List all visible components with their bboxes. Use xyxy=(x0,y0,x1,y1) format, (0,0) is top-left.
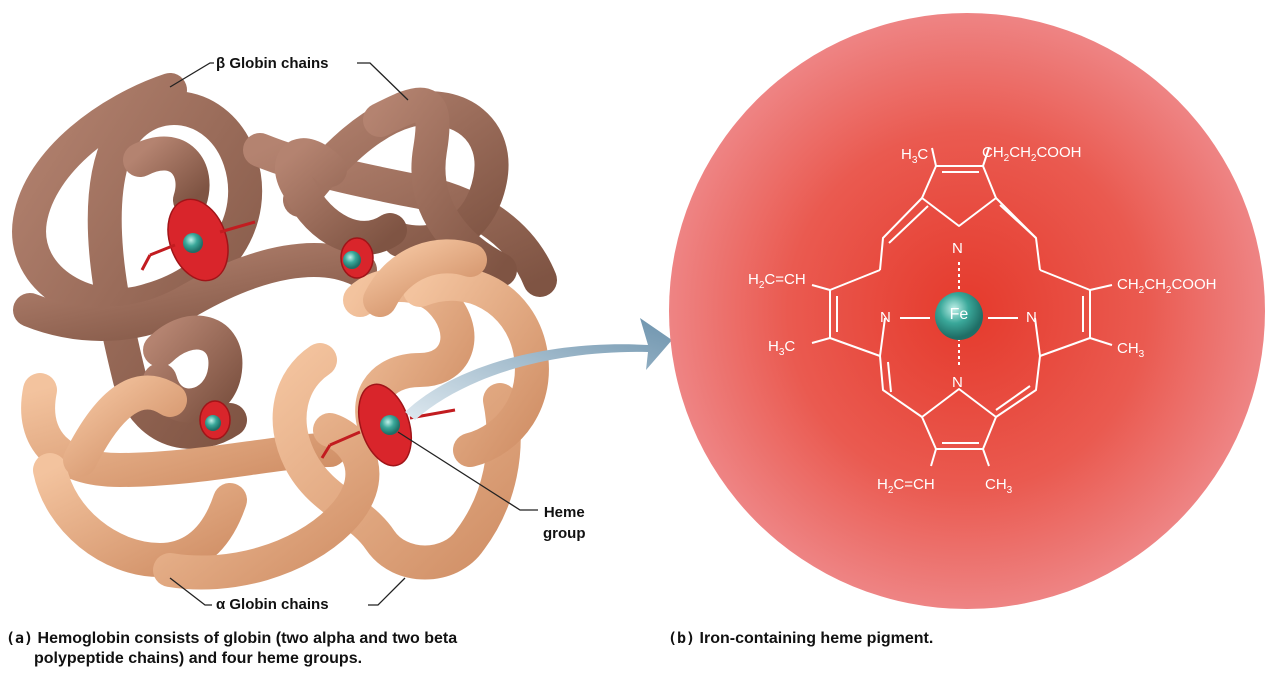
nitrogen-right-label: N xyxy=(1026,309,1037,326)
arrow-to-heme-detail xyxy=(405,318,672,420)
iron-center xyxy=(935,292,983,340)
atom-text: C xyxy=(917,146,929,163)
subscript: 2 xyxy=(1165,285,1172,296)
atom-text: COOH xyxy=(1036,144,1082,161)
caption-b: (b) Iron-containing heme pigment. xyxy=(668,628,933,649)
subscript: 3 xyxy=(1006,485,1013,496)
subscript: 2 xyxy=(1030,153,1037,164)
caption-a-line1: Hemoglobin consists of globin (two alpha… xyxy=(37,630,458,647)
atom-text: CH xyxy=(1117,276,1139,293)
atom-text: H xyxy=(768,338,779,355)
caption-b-tag: (b) xyxy=(668,629,696,647)
atom-text: H xyxy=(748,271,759,288)
atom-text: C=CH xyxy=(893,476,935,493)
heme-group-1 xyxy=(140,198,256,282)
subscript: 2 xyxy=(758,280,765,291)
porphyrin-structure xyxy=(811,147,1113,467)
heme-group-4 xyxy=(320,383,456,467)
atom-text: CH xyxy=(982,144,1004,161)
atom-text: COOH xyxy=(1171,276,1217,293)
hemoglobin-model xyxy=(12,73,557,590)
vinyl-bottom: H2C=CH xyxy=(877,476,935,496)
iron-atom xyxy=(183,233,203,253)
caption-a-line2: polypeptide chains) and four heme groups… xyxy=(34,650,363,667)
iron-atom xyxy=(343,251,361,269)
nitrogen-top-label: N xyxy=(952,240,963,257)
atom-text: H xyxy=(901,146,912,163)
atom-text: CH xyxy=(1117,340,1139,357)
subscript: 3 xyxy=(778,347,785,358)
caption-b-text: Iron-containing heme pigment. xyxy=(699,630,934,647)
methyl-left: H3C xyxy=(768,338,795,358)
subscript: 3 xyxy=(1138,349,1145,360)
iron-atom xyxy=(205,415,221,431)
subscript: 3 xyxy=(911,155,918,166)
nitrogen-bottom-label: N xyxy=(952,374,963,391)
fe-label: Fe xyxy=(949,306,969,323)
heme-group-label: Heme group xyxy=(543,502,586,544)
alpha-globin-chains xyxy=(21,239,549,590)
atom-text: CH xyxy=(1144,276,1166,293)
propionic-top-right: CH2CH2COOH xyxy=(982,144,1081,164)
heme-label-line2: group xyxy=(543,525,586,542)
beta-globin-label: β Globin chains xyxy=(216,55,329,72)
subscript: 2 xyxy=(887,485,894,496)
atom-text: CH xyxy=(985,476,1007,493)
atom-text: CH xyxy=(1009,144,1031,161)
methyl-bottom: CH3 xyxy=(985,476,1012,496)
propionic-right: CH2CH2COOH xyxy=(1117,276,1216,296)
vinyl-left: H2C=CH xyxy=(748,271,806,291)
subscript: 2 xyxy=(1138,285,1145,296)
iron-atom xyxy=(380,415,400,435)
heme-group-3 xyxy=(199,400,231,440)
heme-label-line1: Heme xyxy=(543,504,585,521)
leader-lines xyxy=(169,62,538,606)
atom-text: C=CH xyxy=(764,271,806,288)
methyl-right: CH3 xyxy=(1117,340,1144,360)
methyl-top-left: H3C xyxy=(901,146,928,166)
caption-a: (a) Hemoglobin consists of globin (two a… xyxy=(6,628,646,669)
subscript: 2 xyxy=(1003,153,1010,164)
nitrogen-left-label: N xyxy=(880,309,891,326)
caption-a-tag: (a) xyxy=(6,629,34,647)
alpha-globin-label: α Globin chains xyxy=(216,596,329,613)
beta-globin-chains xyxy=(12,73,557,449)
heme-group-2 xyxy=(340,237,374,279)
atom-text: H xyxy=(877,476,888,493)
atom-text: C xyxy=(784,338,796,355)
